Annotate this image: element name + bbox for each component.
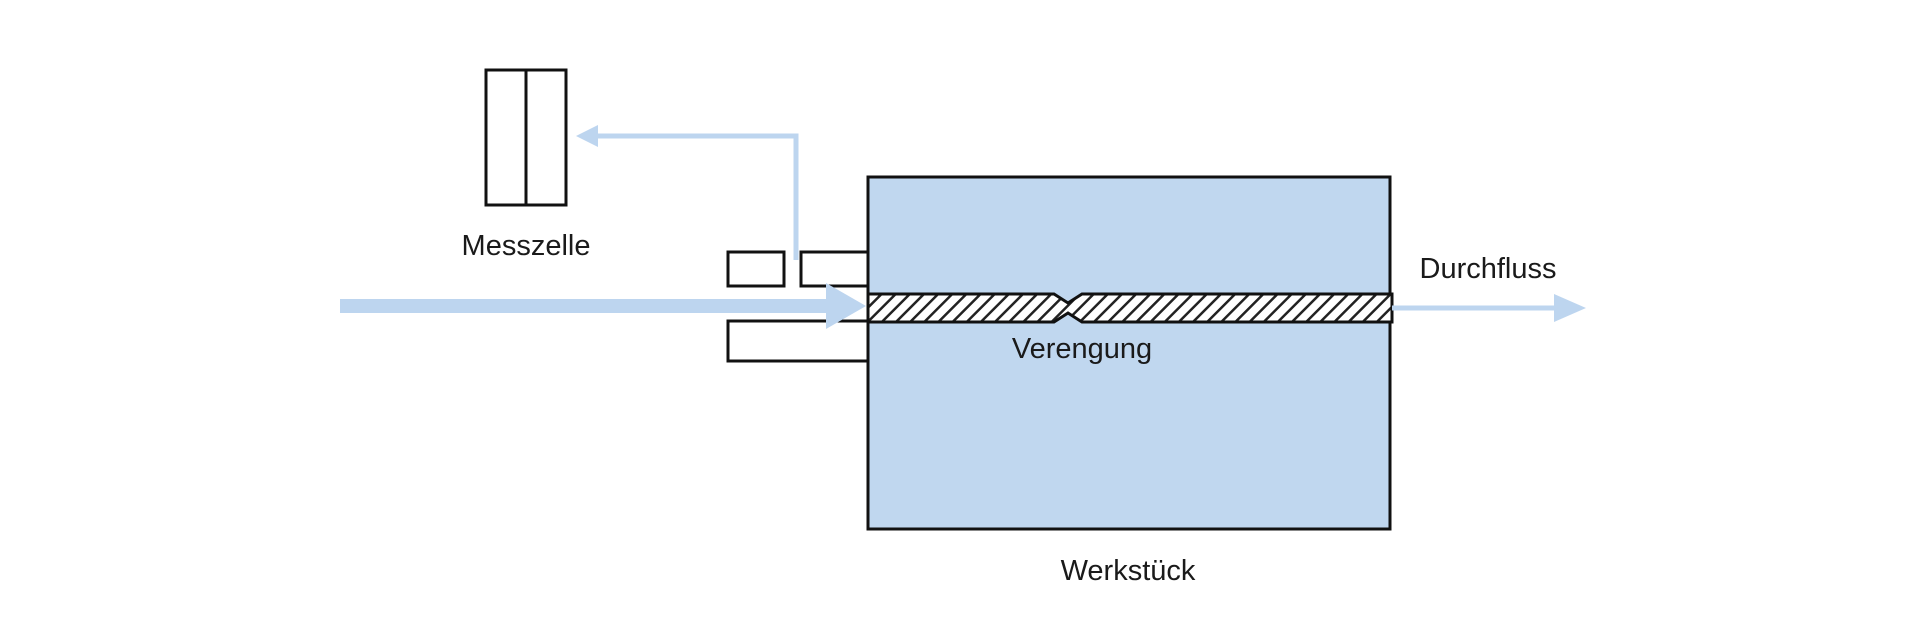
flow-label: Durchfluss: [1420, 253, 1557, 285]
nozzle-adapter: [726, 250, 870, 363]
outflow-arrow: [1392, 294, 1586, 322]
inflow-arrow: [340, 283, 866, 329]
workpiece-label: Werkstück: [1061, 555, 1196, 587]
measuring-cell-label: Messzelle: [462, 230, 591, 262]
measurement-signal-line: [576, 125, 799, 260]
measuring-cell: [484, 68, 568, 207]
constriction-label: Verengung: [1012, 333, 1152, 365]
workpiece-body: [866, 175, 1392, 531]
constriction-channel: [866, 292, 1394, 324]
